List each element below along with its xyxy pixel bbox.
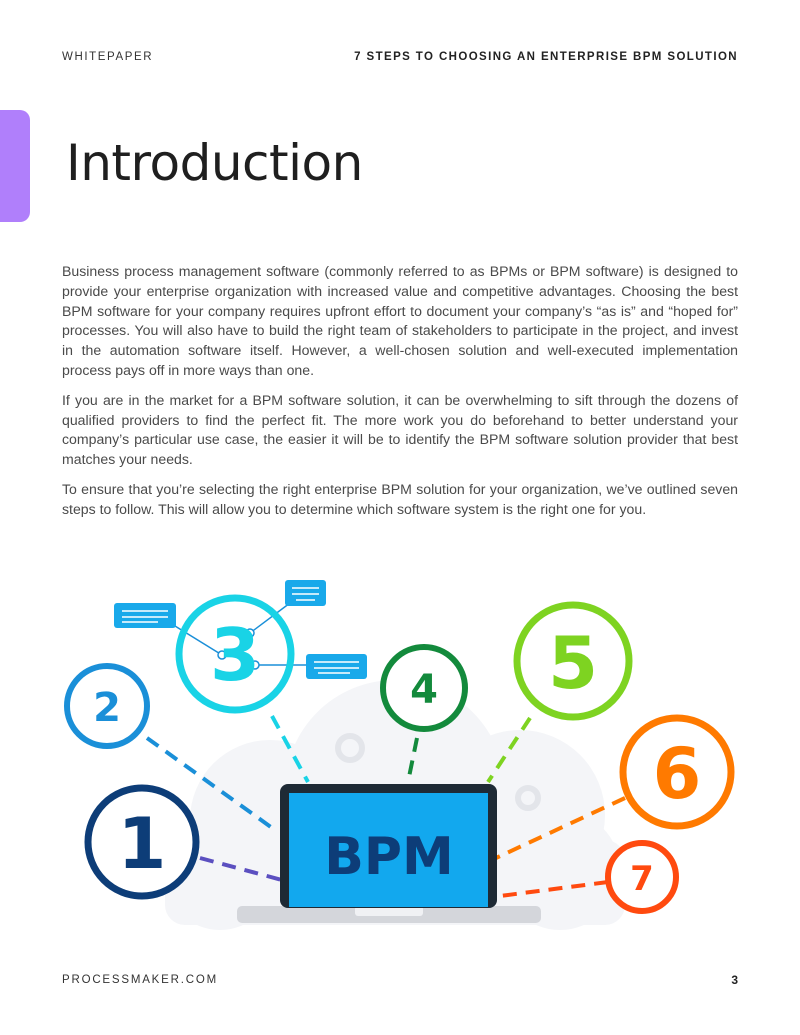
step-1: 1 (84, 784, 200, 900)
step-4: 4 (380, 644, 468, 732)
step-1-label: 1 (118, 803, 167, 885)
step-6-label: 6 (653, 733, 702, 815)
message-bubbles (114, 580, 367, 679)
step-2: 2 (64, 663, 150, 749)
step-7-label: 7 (630, 859, 654, 899)
footer-website: PROCESSMAKER.COM (62, 974, 218, 986)
gear-icon (335, 733, 541, 811)
step-7: 7 (605, 840, 679, 914)
paragraph-3: To ensure that you’re selecting the righ… (62, 480, 738, 517)
page-number: 3 (731, 973, 738, 987)
step-5: 5 (513, 601, 633, 721)
bpm-steps-illustration: BPM 1 2 3 4 (64, 580, 735, 930)
step-2-label: 2 (93, 685, 121, 731)
screen-label: BPM (324, 827, 454, 887)
header-doc-title: 7 STEPS TO CHOOSING AN ENTERPRISE BPM SO… (354, 51, 738, 63)
header-doc-type: WHITEPAPER (62, 51, 154, 63)
step-5-label: 5 (548, 621, 598, 705)
step-3-label: 3 (210, 613, 260, 697)
laptop-icon (237, 784, 541, 923)
body-text: Business process management software (co… (62, 262, 738, 530)
page-title: Introduction (66, 134, 363, 192)
paragraph-1: Business process management software (co… (62, 263, 738, 378)
accent-tab (0, 110, 30, 222)
step-6: 6 (619, 714, 735, 830)
paragraph-2: If you are in the market for a BPM softw… (62, 391, 738, 468)
connector-lines (145, 715, 626, 898)
step-4-label: 4 (410, 667, 438, 713)
step-3: 3 (175, 594, 295, 714)
